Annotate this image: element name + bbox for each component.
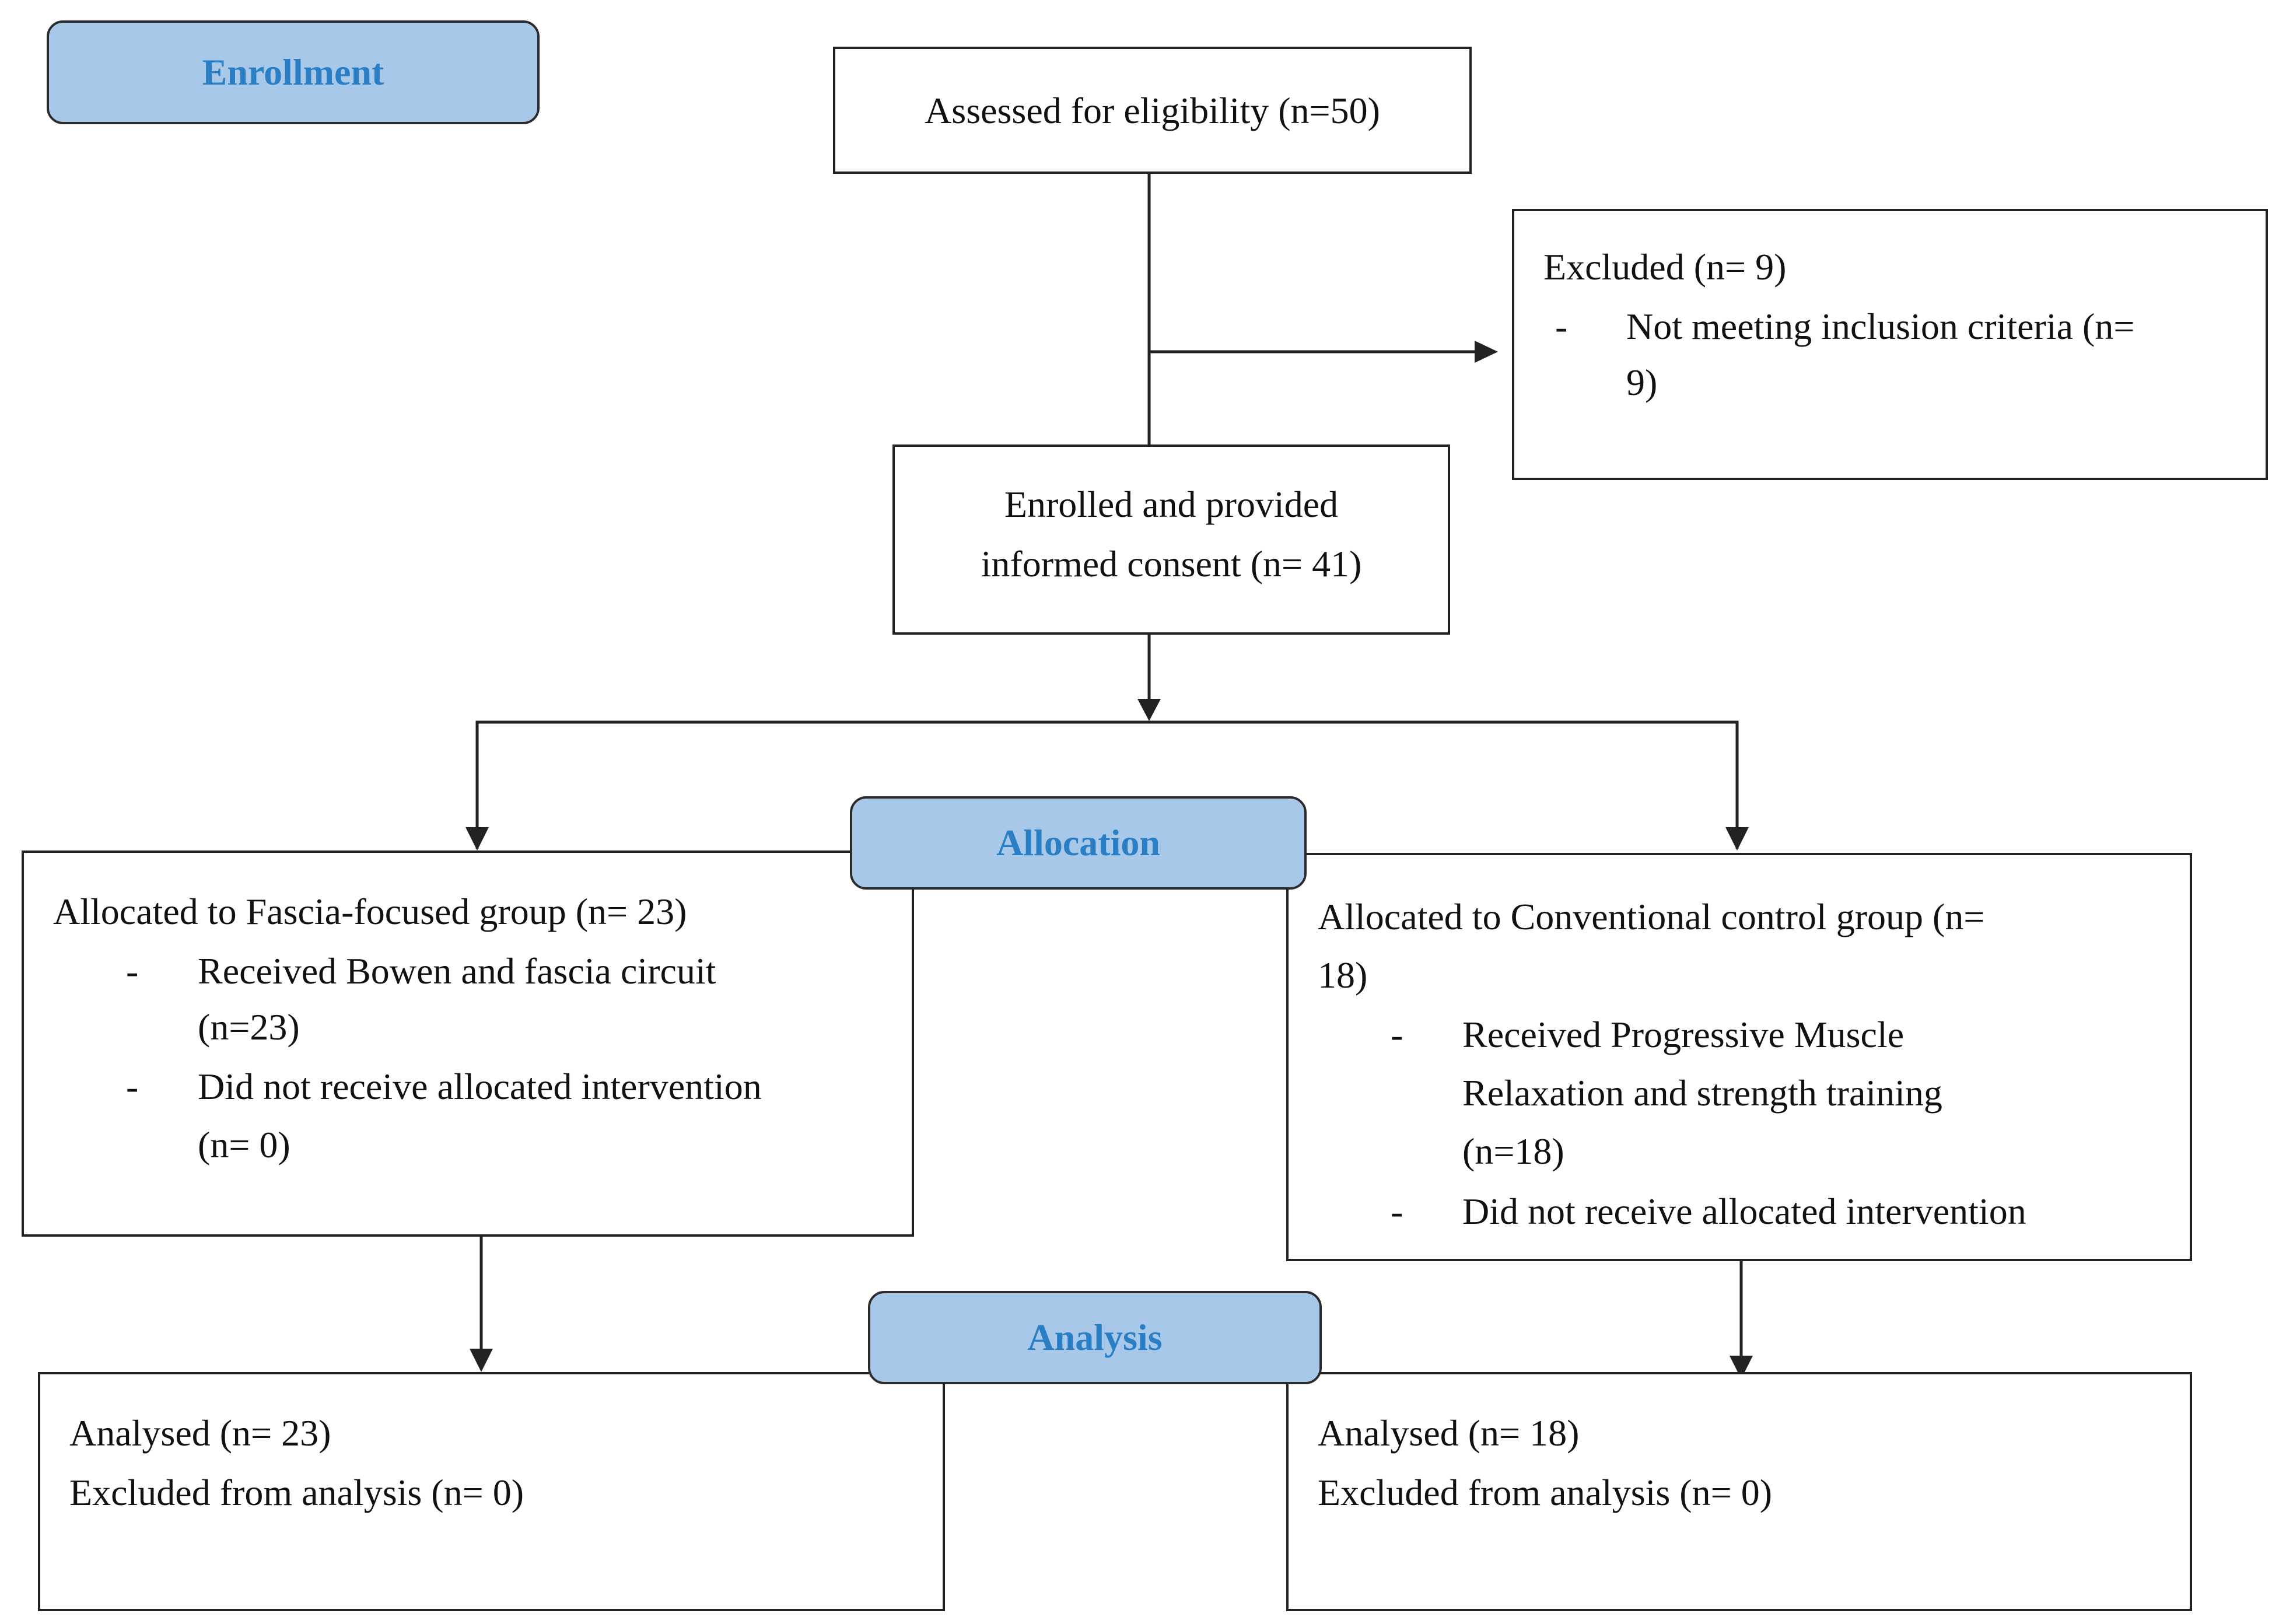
phase-label-enrollment: Enrollment xyxy=(47,20,540,124)
phase-label-analysis-text: Analysis xyxy=(1027,1317,1163,1358)
enrolled-line1: Enrolled and provided xyxy=(1004,484,1339,525)
excluded-bullet-line2: 9) xyxy=(1626,362,1658,403)
fascia-bullet2-dash: - xyxy=(126,1066,139,1107)
analysis-left-box: Analysed (n= 23) Excluded from analysis … xyxy=(38,1372,945,1611)
excluded-bullet-line1: Not meeting inclusion criteria (n= xyxy=(1626,306,2135,347)
analysis-right-line1: Analysed (n= 18) xyxy=(1318,1412,1580,1454)
arrowhead-enrolled-split xyxy=(1137,699,1161,721)
control-group-title-line2: 18) xyxy=(1318,954,1368,996)
control-group-title-line1: Allocated to Conventional control group … xyxy=(1318,896,1985,937)
arrowhead-excluded xyxy=(1475,341,1498,363)
assessed-text: Assessed for eligibility (n=50) xyxy=(925,90,1380,131)
control-bullet2-dash: - xyxy=(1391,1191,1403,1232)
arrowhead-fascia-group xyxy=(465,827,489,850)
excluded-box: Excluded (n= 9) - Not meeting inclusion … xyxy=(1512,209,2268,480)
arrowhead-analysis-left xyxy=(470,1349,493,1372)
control-bullet1-line3: (n=18) xyxy=(1462,1130,1564,1172)
assessed-box: Assessed for eligibility (n=50) xyxy=(833,47,1472,174)
fascia-bullet1-line2: (n=23) xyxy=(198,1006,300,1048)
arrowhead-analysis-right xyxy=(1730,1356,1753,1379)
phase-label-analysis: Analysis xyxy=(868,1291,1322,1384)
fascia-bullet2-line2: (n= 0) xyxy=(198,1124,290,1166)
fascia-bullet1-dash: - xyxy=(126,950,139,992)
analysis-right-line2: Excluded from analysis (n= 0) xyxy=(1318,1472,1772,1513)
phase-label-allocation: Allocation xyxy=(850,796,1307,890)
control-group-box: Allocated to Conventional control group … xyxy=(1286,853,2192,1261)
analysis-left-line1: Analysed (n= 23) xyxy=(69,1412,331,1454)
control-bullet2-line1: Did not receive allocated intervention xyxy=(1462,1191,2026,1232)
analysis-left-line2: Excluded from analysis (n= 0) xyxy=(69,1472,524,1513)
phase-label-enrollment-text: Enrollment xyxy=(202,51,384,93)
fascia-group-box: Allocated to Fascia-focused group (n= 23… xyxy=(22,850,914,1237)
control-bullet1-dash: - xyxy=(1391,1014,1403,1055)
control-bullet1-line2: Relaxation and strength training xyxy=(1462,1072,1942,1114)
split-line xyxy=(475,720,1739,849)
phase-label-allocation-text: Allocation xyxy=(996,822,1160,863)
enrolled-line2: informed consent (n= 41) xyxy=(981,543,1362,584)
excluded-title: Excluded (n= 9) xyxy=(1543,246,1787,288)
fascia-bullet2-line1: Did not receive allocated intervention xyxy=(198,1066,762,1107)
fascia-group-title: Allocated to Fascia-focused group (n= 23… xyxy=(53,891,687,932)
arrowhead-control-group xyxy=(1725,827,1749,850)
fascia-bullet1-line1: Received Bowen and fascia circuit xyxy=(198,950,716,992)
excluded-bullet-dash: - xyxy=(1555,306,1568,347)
control-bullet1-line1: Received Progressive Muscle xyxy=(1462,1014,1905,1055)
analysis-right-box: Analysed (n= 18) Excluded from analysis … xyxy=(1286,1372,2192,1611)
enrolled-box: Enrolled and provided informed consent (… xyxy=(892,444,1450,635)
